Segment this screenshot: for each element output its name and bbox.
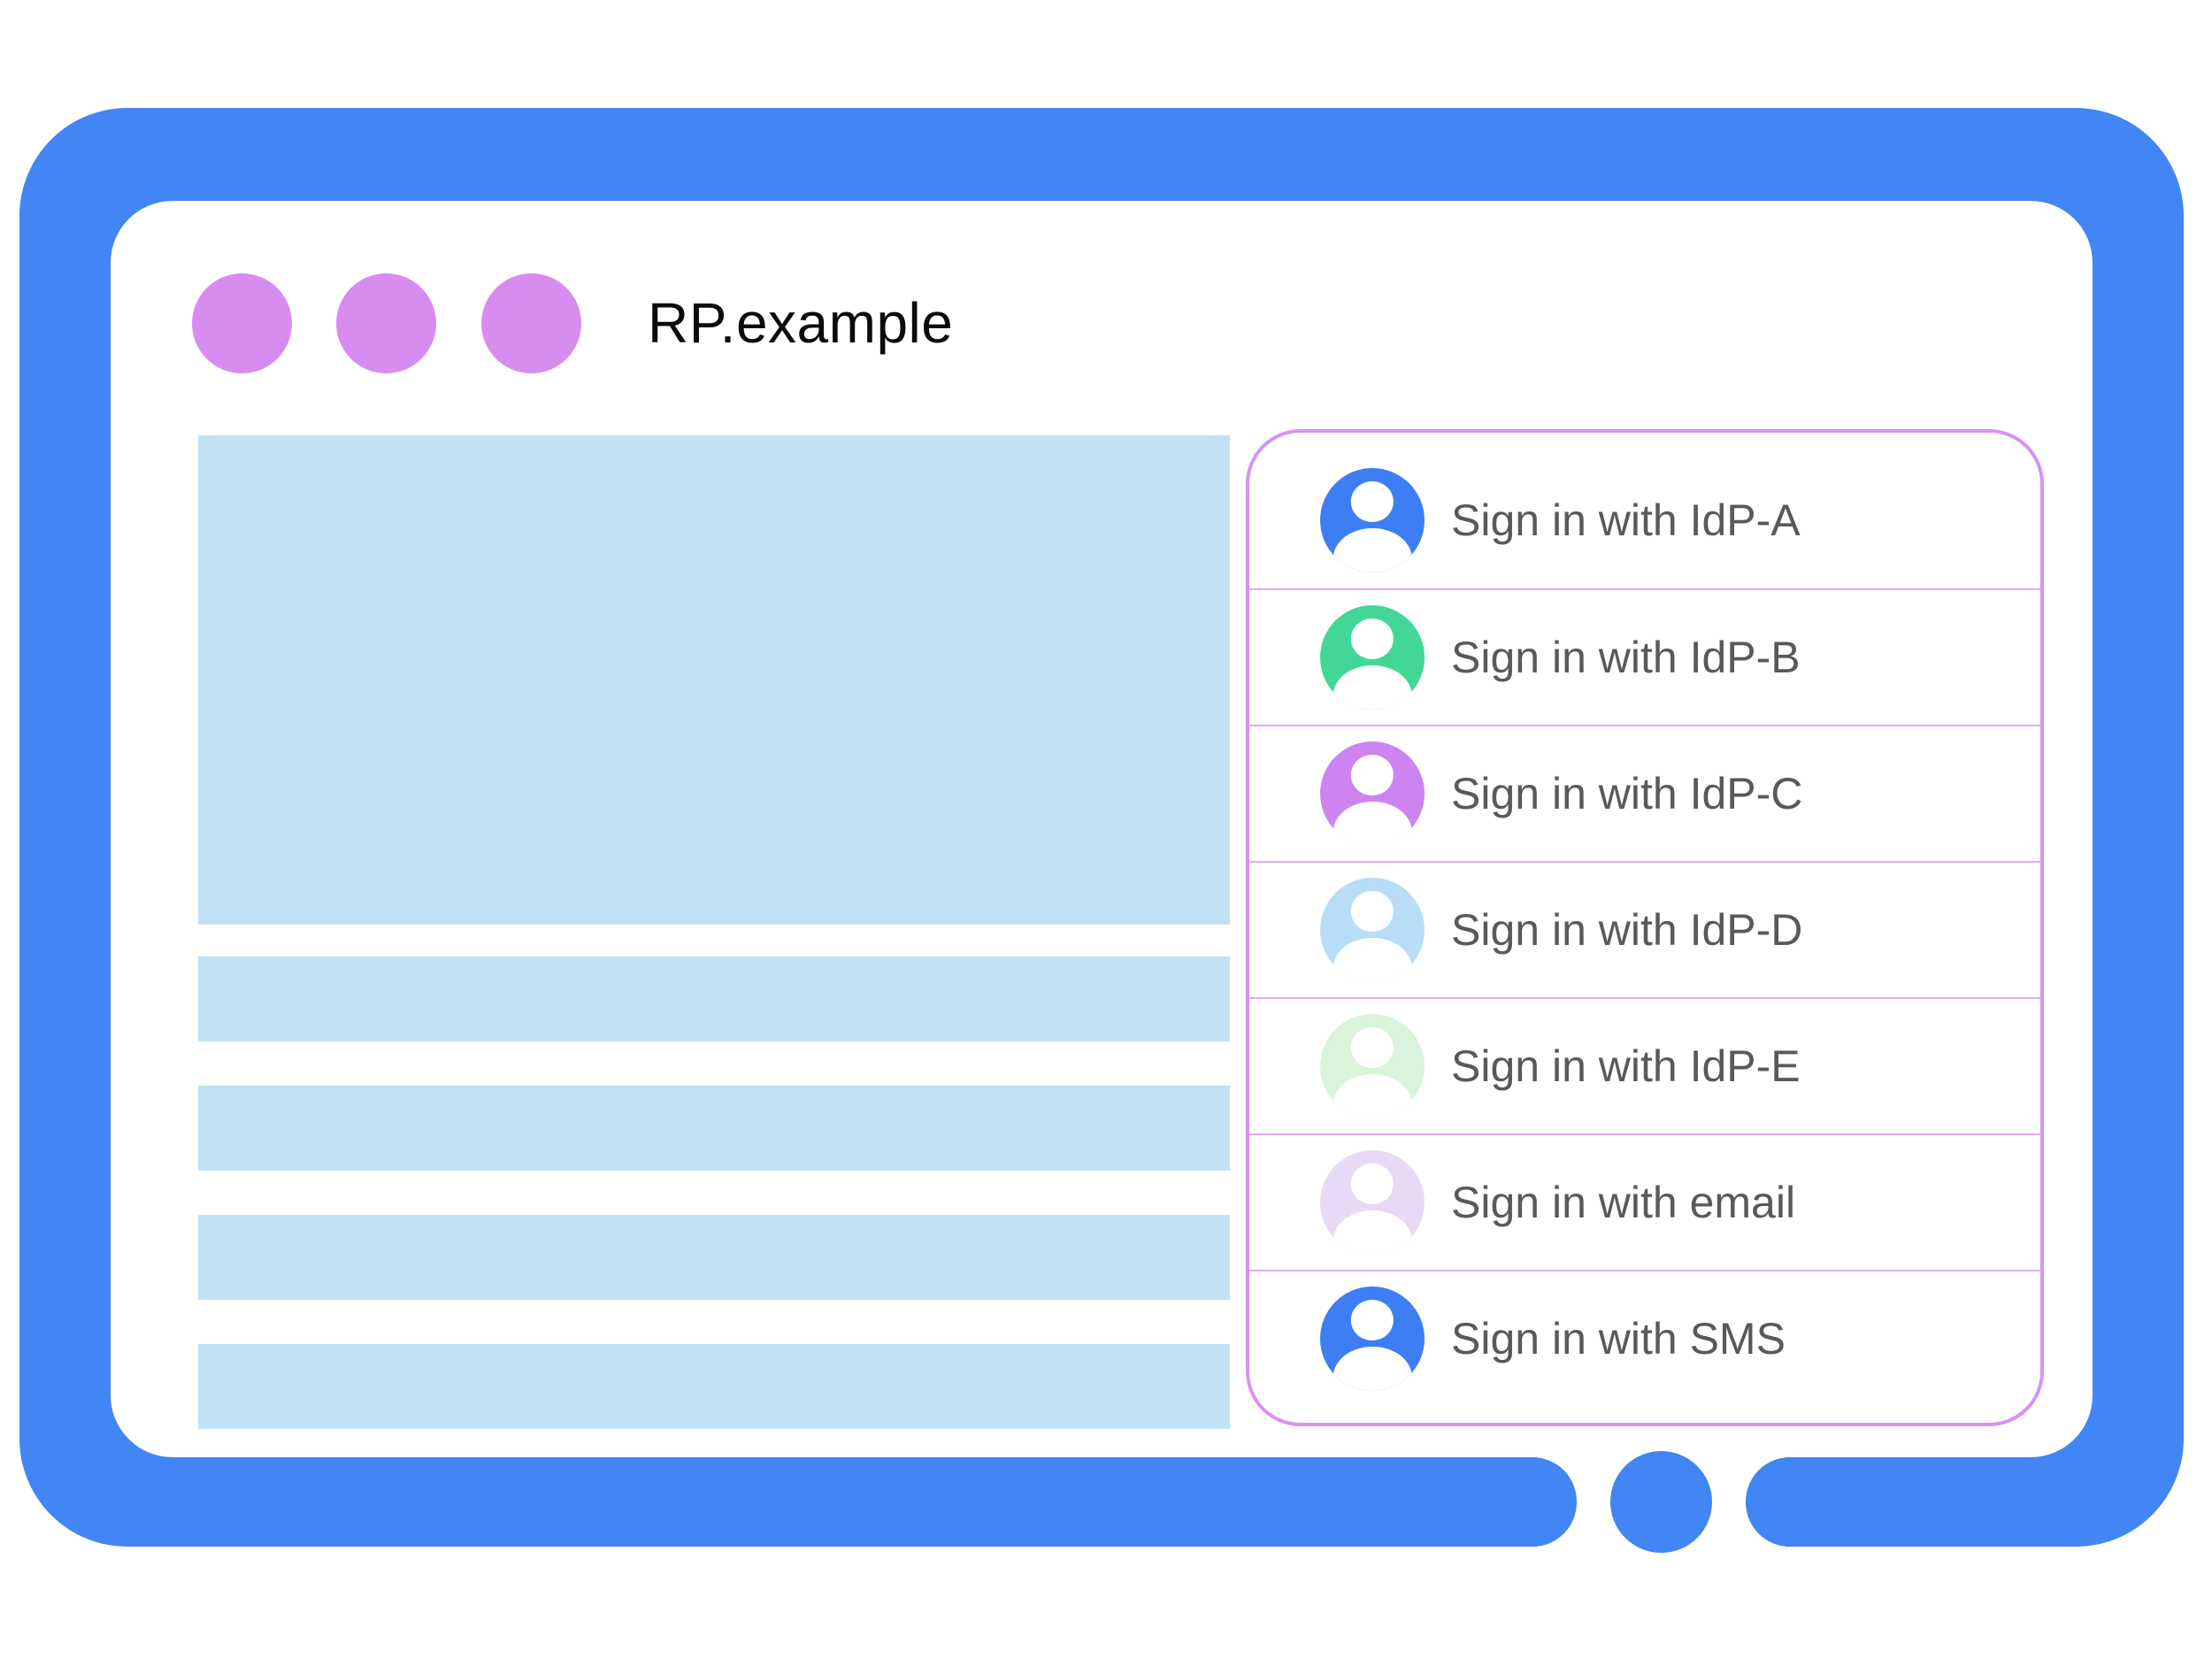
signin-option-label: Sign in with SMS: [1451, 1314, 1786, 1363]
signin-option-email[interactable]: Sign in with email: [1249, 1133, 2040, 1270]
signin-option-label: Sign in with IdP-A: [1451, 495, 1801, 545]
user-avatar-icon: [1320, 741, 1425, 846]
user-avatar-icon: [1320, 878, 1425, 982]
signin-option-idp-c[interactable]: Sign in with IdP-C: [1249, 725, 2040, 861]
user-avatar-icon: [1320, 468, 1425, 572]
signin-option-sms[interactable]: Sign in with SMS: [1249, 1270, 2040, 1406]
bezel-cap-right: [1746, 1457, 1834, 1547]
bezel-cap-left: [1488, 1457, 1577, 1547]
signin-option-label: Sign in with IdP-B: [1451, 633, 1801, 682]
signin-option-label: Sign in with email: [1451, 1178, 1796, 1227]
signin-option-label: Sign in with IdP-E: [1451, 1041, 1801, 1091]
signin-option-label: Sign in with IdP-C: [1451, 769, 1803, 818]
user-avatar-icon: [1320, 605, 1425, 710]
signin-panel: Sign in with IdP-A Sign in with IdP-B Si…: [1246, 429, 2044, 1426]
user-avatar-icon: [1320, 1014, 1425, 1118]
signin-option-idp-e[interactable]: Sign in with IdP-E: [1249, 997, 2040, 1133]
content-placeholder-line-4: [198, 1344, 1230, 1429]
user-avatar-icon: [1320, 1150, 1425, 1255]
home-button[interactable]: [1610, 1451, 1712, 1553]
content-placeholder-line-3: [198, 1215, 1230, 1300]
user-avatar-icon: [1320, 1286, 1425, 1391]
window-control-dot-2[interactable]: [336, 273, 436, 373]
signin-option-idp-d[interactable]: Sign in with IdP-D: [1249, 861, 2040, 997]
window-control-dot-1[interactable]: [192, 273, 292, 373]
signin-option-idp-a[interactable]: Sign in with IdP-A: [1249, 452, 2040, 588]
window-control-dot-3[interactable]: [481, 273, 581, 373]
content-placeholder-hero: [198, 435, 1230, 925]
site-title: RP.example: [648, 291, 954, 355]
content-placeholder-line-2: [198, 1086, 1230, 1171]
signin-option-idp-b[interactable]: Sign in with IdP-B: [1249, 588, 2040, 725]
content-placeholder-line-1: [198, 956, 1230, 1041]
signin-option-label: Sign in with IdP-D: [1451, 905, 1803, 955]
